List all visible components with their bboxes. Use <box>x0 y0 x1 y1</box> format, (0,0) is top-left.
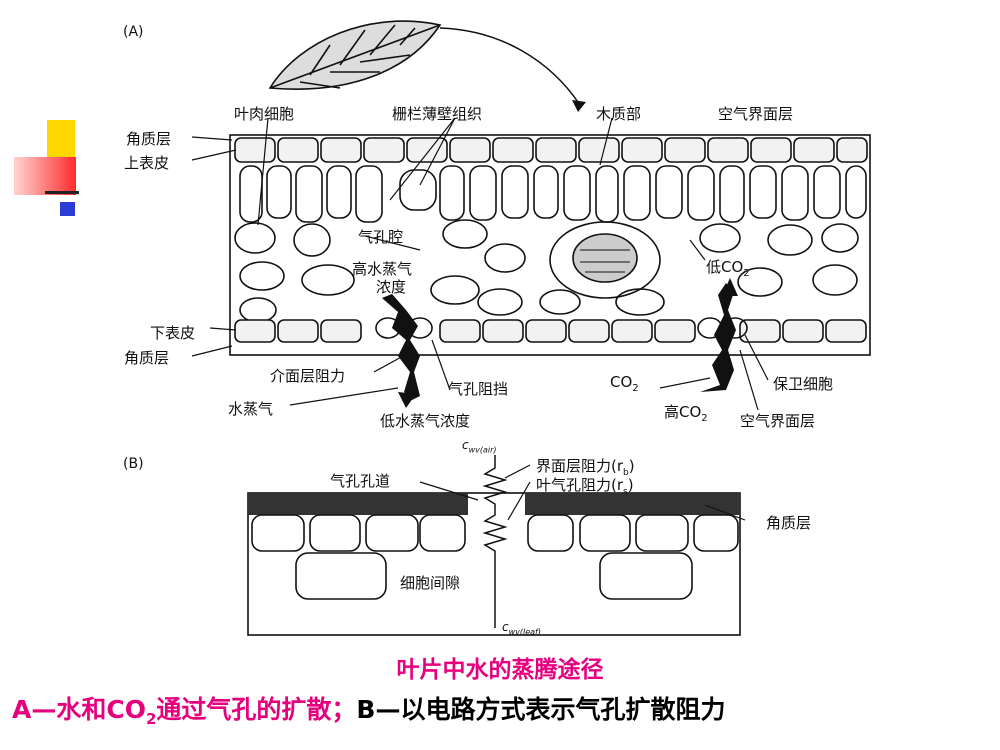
caption-a-part: A—水和CO <box>12 695 146 724</box>
leaf-arrow <box>439 27 581 106</box>
label-cuticle-b: 角质层 <box>766 514 812 532</box>
label-low-water-vapor: 低水蒸气浓度 <box>380 412 471 430</box>
label-low-co2: 低CO2 <box>706 258 750 279</box>
deco-black-line <box>45 191 79 194</box>
label-c-wv-air: cwv(air) <box>462 438 497 455</box>
label-stomatal-pore: 气孔孔道 <box>330 472 391 490</box>
caption-a-rest: 通过气孔的扩散； <box>156 695 357 724</box>
deco-red-square <box>14 157 76 195</box>
water-vapor-path <box>382 294 420 400</box>
label-high-co2: 高CO2 <box>664 403 708 424</box>
co2-path <box>700 283 736 392</box>
label-mesophyll-cell: 叶肉细胞 <box>234 105 295 123</box>
label-high-water-vapor: 高水蒸气 <box>352 260 413 278</box>
label-xylem: 木质部 <box>596 105 642 123</box>
label-c-wv-leaf: cwv(leaf) <box>502 620 541 637</box>
label-stomatal-cavity: 气孔腔 <box>358 228 404 246</box>
label-water-vapor: 水蒸气 <box>228 400 274 418</box>
label-co2: CO2 <box>610 373 639 394</box>
deco-yellow-square <box>47 120 75 158</box>
panel-b-diagram <box>247 455 746 636</box>
label-air-boundary-top: 空气界面层 <box>718 105 794 123</box>
leaf-icon <box>268 20 442 90</box>
label-air-boundary-bottom: 空气界面层 <box>740 412 816 430</box>
label-cuticle-top: 角质层 <box>126 130 172 148</box>
leaf-cross-section <box>229 134 871 356</box>
caption-b-part: B—以电路方式表示气孔扩散阻力 <box>356 695 726 724</box>
label-cuticle-bottom: 角质层 <box>124 349 170 367</box>
label-palisade-cell: 栅栏薄壁组织 <box>392 105 483 123</box>
leaf-diagram <box>191 20 871 636</box>
label-guard-cell: 保卫细胞 <box>773 375 834 393</box>
caption-title: 叶片中水的蒸腾途径 <box>396 657 604 683</box>
label-leaf-r: 叶气孔阻力(rs) <box>536 476 634 497</box>
label-boundary-r: 界面层阻力(rb) <box>536 457 635 478</box>
label-intercellular: 细胞间隙 <box>400 574 461 592</box>
label-boundary-resistance: 介面层阻力 <box>270 367 346 385</box>
caption-a-sub: 2 <box>145 710 157 728</box>
vascular-bundle <box>549 221 661 299</box>
caption-description: A—水和CO2通过气孔的扩散；B—以电路方式表示气孔扩散阻力 <box>12 690 1000 728</box>
panel-b-tag: (B) <box>123 456 144 472</box>
panel-a-tag: (A) <box>123 24 144 40</box>
deco-blue-square <box>60 202 75 216</box>
label-upper-epidermis: 上表皮 <box>124 154 170 172</box>
label-high-water-vapor-2: 浓度 <box>376 278 407 296</box>
label-stomatal-resistance: 气孔阻挡 <box>448 380 509 398</box>
resistor-zigzag <box>482 455 508 628</box>
label-lower-epidermis: 下表皮 <box>150 324 196 342</box>
